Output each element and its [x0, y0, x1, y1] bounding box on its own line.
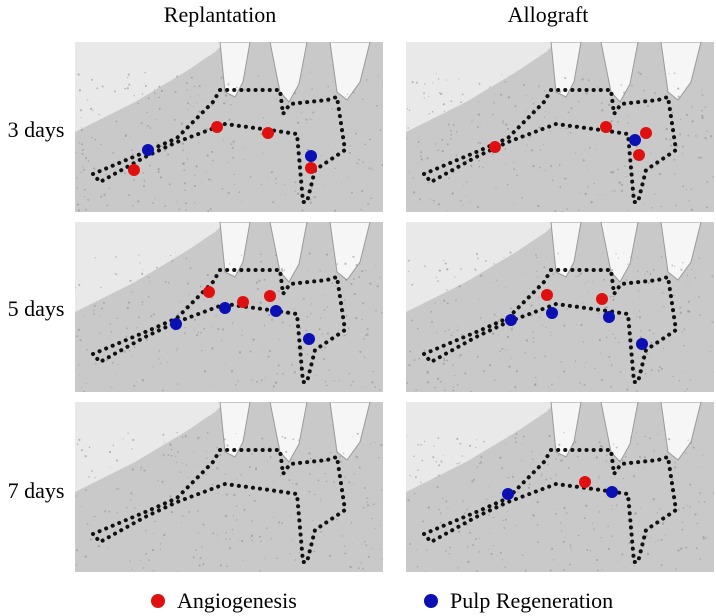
angiogenesis-marker	[305, 162, 317, 174]
pulp-regeneration-marker	[270, 305, 282, 317]
legend: Angiogenesis Pulp Regeneration	[0, 586, 716, 616]
panel-allograft-3-days	[406, 42, 714, 212]
pulp-regeneration-marker	[303, 333, 315, 345]
pulp-regeneration-marker	[636, 338, 648, 350]
legend-label-pulp-regeneration: Pulp Regeneration	[450, 588, 614, 613]
angiogenesis-marker	[640, 127, 652, 139]
panel-replantation-5-days	[75, 222, 383, 392]
pulp-regeneration-marker	[505, 314, 517, 326]
legend-item-angiogenesis: Angiogenesis	[151, 588, 297, 614]
panel-replantation-7-days	[75, 402, 383, 572]
legend-label-angiogenesis: Angiogenesis	[177, 588, 297, 613]
angiogenesis-marker	[237, 296, 249, 308]
tissue-section-image	[75, 402, 383, 572]
pulp-regeneration-marker	[606, 486, 618, 498]
tissue-section-image	[75, 42, 383, 212]
pulp-regeneration-marker	[603, 311, 615, 323]
row-label-3-days: 3 days	[7, 117, 65, 142]
angiogenesis-marker	[633, 149, 645, 161]
pulp-regeneration-marker	[219, 302, 231, 314]
angiogenesis-marker	[600, 121, 612, 133]
angiogenesis-marker	[262, 127, 274, 139]
panel-allograft-7-days	[406, 402, 714, 572]
column-header-replantation: Replantation	[163, 2, 277, 27]
pulp-regeneration-marker	[305, 150, 317, 162]
row-label-5-days: 5 days	[7, 296, 65, 321]
blue-dot-icon	[424, 594, 438, 608]
angiogenesis-marker	[541, 289, 553, 301]
tissue-section-image	[75, 222, 383, 392]
red-dot-icon	[151, 594, 165, 608]
panel-replantation-3-days	[75, 42, 383, 212]
tissue-section-image	[406, 222, 714, 392]
tissue-section-image	[406, 42, 714, 212]
pulp-regeneration-marker	[170, 318, 182, 330]
angiogenesis-marker	[489, 141, 501, 153]
column-header-allograft: Allograft	[507, 2, 589, 27]
angiogenesis-marker	[579, 476, 591, 488]
pulp-regeneration-marker	[142, 144, 154, 156]
legend-item-pulp-regeneration: Pulp Regeneration	[424, 588, 613, 614]
tissue-section-image	[406, 402, 714, 572]
pulp-regeneration-marker	[546, 307, 558, 319]
angiogenesis-marker	[211, 121, 223, 133]
angiogenesis-marker	[128, 164, 140, 176]
pulp-regeneration-marker	[629, 134, 641, 146]
angiogenesis-marker	[203, 286, 215, 298]
row-label-7-days: 7 days	[7, 478, 65, 503]
angiogenesis-marker	[596, 293, 608, 305]
pulp-regeneration-marker	[502, 488, 514, 500]
panel-allograft-5-days	[406, 222, 714, 392]
angiogenesis-marker	[264, 290, 276, 302]
